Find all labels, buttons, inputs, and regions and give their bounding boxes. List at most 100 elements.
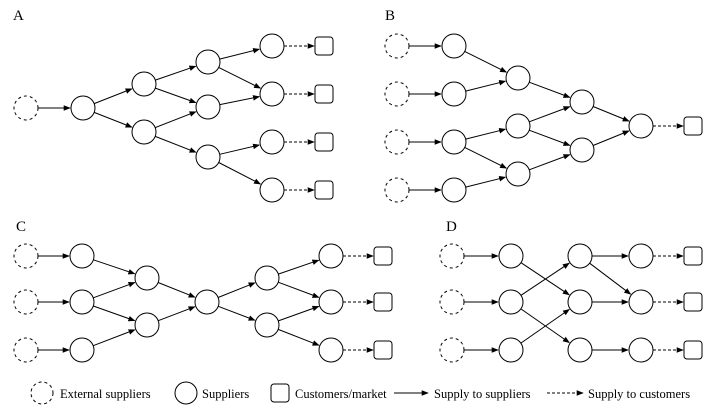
panel-b-supplier-node — [505, 161, 531, 187]
panel-a-supplier-supply-arrow-1 — [94, 88, 133, 105]
panel-a-supplier-supply-arrow-2 — [94, 111, 133, 128]
legend: External suppliers Suppliers Customers/m… — [30, 381, 690, 405]
panel-b-supplier-supply-arrow-12 — [529, 154, 571, 171]
panel-c-supplier-node — [134, 265, 160, 291]
panel-d-supplier-node — [498, 337, 524, 363]
panel-b-supplier-supply-arrow-5 — [465, 80, 507, 92]
panel-b-external-supplier-node — [384, 129, 410, 155]
panel-b-supplier-node — [569, 137, 595, 163]
panel-a-supplier-supply-arrow-3 — [155, 65, 197, 81]
panel-b-external-supplier-node — [384, 177, 410, 203]
panel-b-supplier-supply-arrow-9 — [529, 81, 571, 98]
panel-c-customer-node — [373, 340, 393, 360]
panel-b-supplier-supply-arrow-7 — [464, 146, 508, 169]
panel-d-customer-node — [683, 246, 703, 266]
panel-d-supplier-supply-arrow-4 — [520, 262, 570, 296]
panel-c-supplier-node — [134, 312, 160, 338]
panel-c-supplier-node — [318, 337, 344, 363]
panel-d-supplier-node — [628, 289, 654, 315]
panel-d-supplier-node — [628, 337, 654, 363]
panel-c-supplier-node — [69, 289, 95, 315]
panel-a-supplier-node — [259, 177, 285, 203]
legend-supplier-symbol — [174, 381, 198, 405]
panel-a-customer-node — [314, 36, 334, 56]
panel-a-supplier-node — [195, 94, 221, 120]
panel-a-customer-node — [314, 180, 334, 200]
legend-supply-to-suppliers-label: Supply to suppliers — [434, 387, 531, 401]
panel-b-supplier-supply-arrow-11 — [529, 129, 571, 146]
panel-b-supplier-supply-arrow-10 — [529, 106, 571, 123]
panel-b-customer-node — [683, 116, 703, 136]
panel-a-supplier-supply-arrow-10 — [219, 143, 260, 155]
panel-d-customer-node — [683, 340, 703, 360]
panel-b-supplier-supply-arrow-14 — [592, 130, 630, 146]
panel-b-supplier-supply-arrow-8 — [465, 176, 507, 188]
panel-c-supplier-supply-arrow-11 — [278, 259, 320, 275]
panel-a-supplier-supply-arrow-6 — [155, 135, 197, 153]
panel-a-customer-node — [314, 84, 334, 104]
panel-b-supplier-node — [441, 129, 467, 155]
panel-b-supplier-node — [441, 177, 467, 203]
panel-b-supplier-node — [505, 113, 531, 139]
panel-d-supplier-node — [628, 243, 654, 269]
panel-c-supplier-supply-arrow-10 — [218, 305, 256, 321]
panel-c-supplier-node — [69, 337, 95, 363]
panel-c-supplier-supply-arrow-12 — [278, 281, 320, 298]
panel-d-supplier-node — [567, 243, 593, 269]
panel-c-supplier-node — [194, 289, 220, 315]
panel-d-customer-node — [683, 292, 703, 312]
panel-c-supplier-supply-arrow-6 — [93, 329, 136, 347]
panel-c-supplier-supply-arrow-9 — [217, 282, 256, 298]
panel-d-supplier-supply-arrow-6 — [520, 308, 570, 344]
panel-b-external-supplier-node — [384, 81, 410, 107]
panel-c-external-supplier-node — [13, 289, 39, 315]
panel-b-label: B — [385, 8, 395, 24]
legend-external-supplier-symbol — [30, 381, 54, 405]
panel-d-external-supplier-node — [439, 289, 465, 315]
legend-customers-label: Customers/market — [295, 387, 387, 401]
panel-b-supplier-node — [441, 81, 467, 107]
panel-c-external-supplier-node — [13, 337, 39, 363]
panel-c-external-supplier-node — [13, 243, 39, 269]
panel-b-supplier-node — [441, 33, 467, 59]
panel-a-supplier-supply-arrow-5 — [155, 111, 197, 129]
panel-c-supplier-supply-arrow-7 — [157, 282, 196, 298]
panel-a-supplier-node — [131, 119, 157, 145]
panel-b-external-supplier-node — [384, 33, 410, 59]
panel-b-supplier-supply-arrow-13 — [592, 106, 630, 122]
panel-a-supplier-node — [195, 144, 221, 170]
panel-c-supplier-node — [318, 289, 344, 315]
panel-a-supplier-node — [259, 129, 285, 155]
panel-c-supplier-supply-arrow-14 — [278, 328, 320, 346]
panel-c-supplier-supply-arrow-5 — [93, 305, 136, 322]
panel-d-external-supplier-node — [439, 337, 465, 363]
panel-c-customer-node — [373, 246, 393, 266]
panel-d-supplier-node — [567, 337, 593, 363]
legend-supply-to-customers-label: Supply to customers — [588, 387, 690, 401]
panel-c-label: C — [16, 219, 26, 235]
panel-a-supplier-supply-arrow-9 — [219, 95, 260, 106]
panel-a-supplier-supply-arrow-8 — [218, 66, 262, 89]
panel-a-supplier-node — [259, 33, 285, 59]
panel-a-supplier-node — [195, 49, 221, 75]
panel-c-supplier-node — [254, 265, 280, 291]
panel-d-supplier-node — [567, 289, 593, 315]
panel-c-supplier-node — [318, 243, 344, 269]
panel-c-supplier-supply-arrow-13 — [278, 305, 320, 322]
panel-c-supplier-supply-arrow-3 — [93, 259, 136, 275]
panel-d-supplier-supply-arrow-8 — [589, 262, 632, 295]
panel-c-supplier-supply-arrow-4 — [93, 282, 136, 299]
panel-b-supplier-node — [569, 89, 595, 115]
panel-a-supplier-node — [259, 81, 285, 107]
panel-a-supplier-supply-arrow-4 — [155, 87, 197, 104]
panel-a-supplier-node — [70, 95, 96, 121]
panel-a-supplier-node — [131, 71, 157, 97]
panel-c-supplier-supply-arrow-8 — [158, 306, 196, 322]
panel-b-supplier-node — [628, 113, 654, 139]
panel-a-supplier-supply-arrow-7 — [219, 48, 261, 60]
panel-a-external-supplier-node — [13, 95, 39, 121]
panel-d-label: D — [446, 219, 457, 235]
legend-suppliers-label: Suppliers — [202, 387, 249, 401]
